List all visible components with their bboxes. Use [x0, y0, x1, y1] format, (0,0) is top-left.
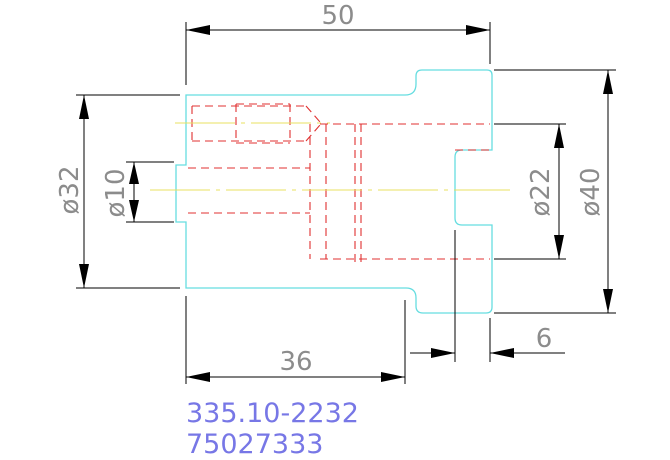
- dim-label-diameter-left: ø32: [55, 166, 85, 215]
- dim-diameter-right-recess: ø22: [494, 123, 566, 260]
- dim-label-overall-length: 50: [321, 1, 354, 31]
- dim-diameter-flange: ø40: [494, 69, 616, 314]
- dim-flange-width: 6: [410, 230, 565, 362]
- hidden-cone-bottom: [305, 124, 321, 142]
- arrow-top: [554, 124, 564, 148]
- arrow-bottom: [603, 289, 613, 313]
- dim-length-shaft: 36: [185, 296, 406, 384]
- arrow-right: [490, 348, 514, 358]
- dim-label-flange-width: 6: [536, 324, 553, 354]
- dim-label-diameter-bore: ø10: [101, 169, 131, 218]
- arrow-bottom: [554, 235, 564, 259]
- arrow-left: [186, 25, 210, 35]
- dim-label-length-shaft: 36: [279, 347, 312, 377]
- part-code: 335.10-2232 75027333: [186, 398, 359, 460]
- hidden-lines: [188, 103, 490, 262]
- arrow-top: [129, 162, 139, 184]
- arrow-left: [431, 348, 455, 358]
- part-code-line-1: 335.10-2232: [186, 398, 359, 429]
- dim-overall-length: 50: [185, 1, 491, 85]
- outer-profile: [175, 69, 493, 314]
- part-outline: [175, 69, 493, 314]
- hidden-cone-top: [305, 105, 321, 123]
- dim-label-diameter-flange: ø40: [576, 168, 606, 217]
- center-lines: [150, 122, 510, 191]
- arrow-top: [79, 95, 89, 119]
- arrow-right: [381, 372, 405, 382]
- arrow-bottom: [79, 264, 89, 288]
- dim-label-diameter-right-recess: ø22: [526, 168, 556, 217]
- arrow-left: [186, 372, 210, 382]
- arrow-bottom: [129, 200, 139, 222]
- dim-diameter-left: ø32: [55, 94, 180, 289]
- part-code-line-2: 75027333: [186, 429, 323, 460]
- arrow-top: [603, 70, 613, 94]
- dim-diameter-bore: ø10: [101, 161, 174, 223]
- arrow-right: [466, 25, 490, 35]
